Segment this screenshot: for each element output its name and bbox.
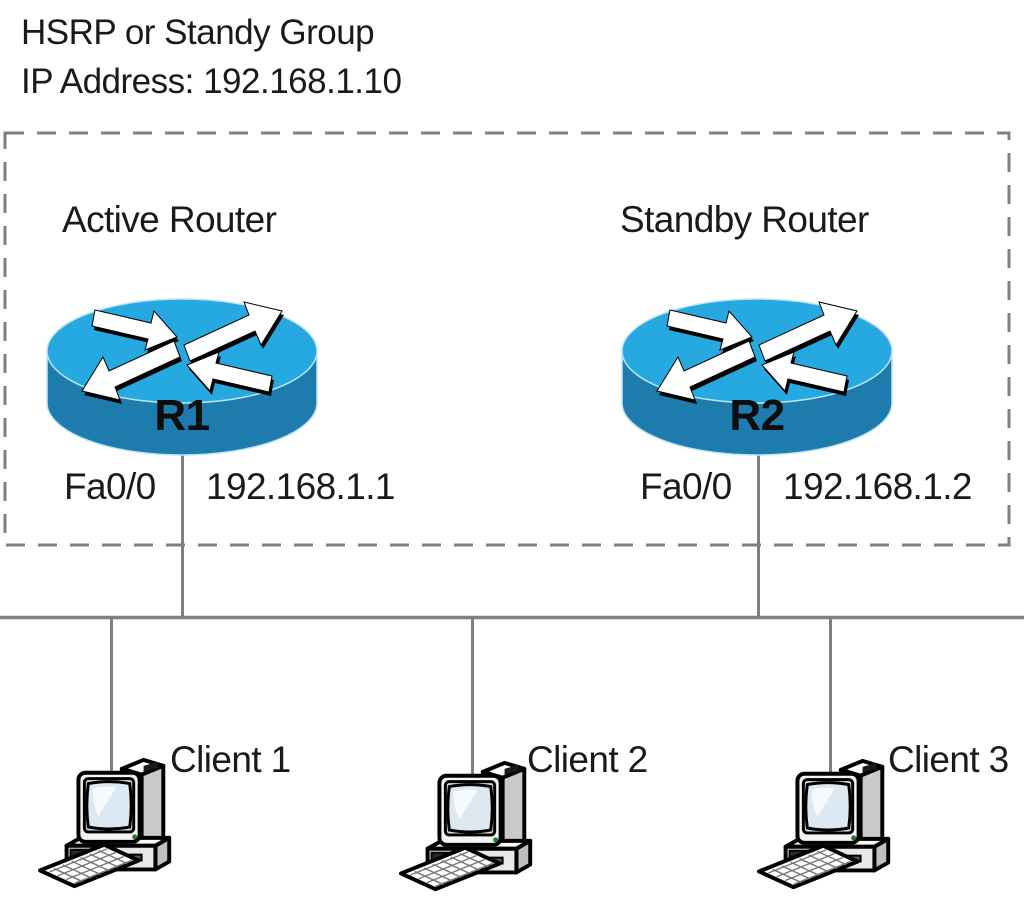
diagram-title: HSRP or Standy Group IP Address: 192.168…	[21, 8, 402, 106]
hsrp-group-boundary	[3, 131, 1011, 547]
desktop-pc-icon	[398, 760, 533, 892]
r1-ip-label: 192.168.1.1	[206, 466, 395, 507]
router-name: R2	[729, 391, 785, 440]
diagram-title-line1: HSRP or Standy Group	[21, 13, 375, 52]
cisco-router-icon	[621, 298, 893, 456]
r2-ip-label: 192.168.1.2	[783, 466, 972, 507]
client3-label: Client 3	[888, 739, 1009, 780]
standby-router-label: Standby Router	[620, 199, 869, 240]
client1-label: Client 1	[170, 739, 291, 780]
router-arrows	[81, 301, 283, 401]
diagram-title-line2: IP Address: 192.168.1.10	[21, 62, 402, 101]
router-name: R1	[154, 391, 210, 440]
r1-interface-label: Fa0/0	[64, 466, 156, 507]
router-r2: R2	[618, 296, 896, 458]
router-r1: R1	[43, 296, 321, 458]
desktop-pc-icon	[37, 757, 172, 889]
r2-interface-label: Fa0/0	[640, 466, 732, 507]
cisco-router-icon	[46, 298, 318, 456]
active-router-label: Active Router	[62, 199, 277, 240]
desktop-pc-icon	[756, 758, 891, 890]
client2-label: Client 2	[527, 739, 648, 780]
client2-computer	[397, 756, 547, 901]
client3-computer	[755, 754, 905, 901]
client1-computer	[36, 753, 186, 901]
router-arrows	[656, 301, 858, 401]
